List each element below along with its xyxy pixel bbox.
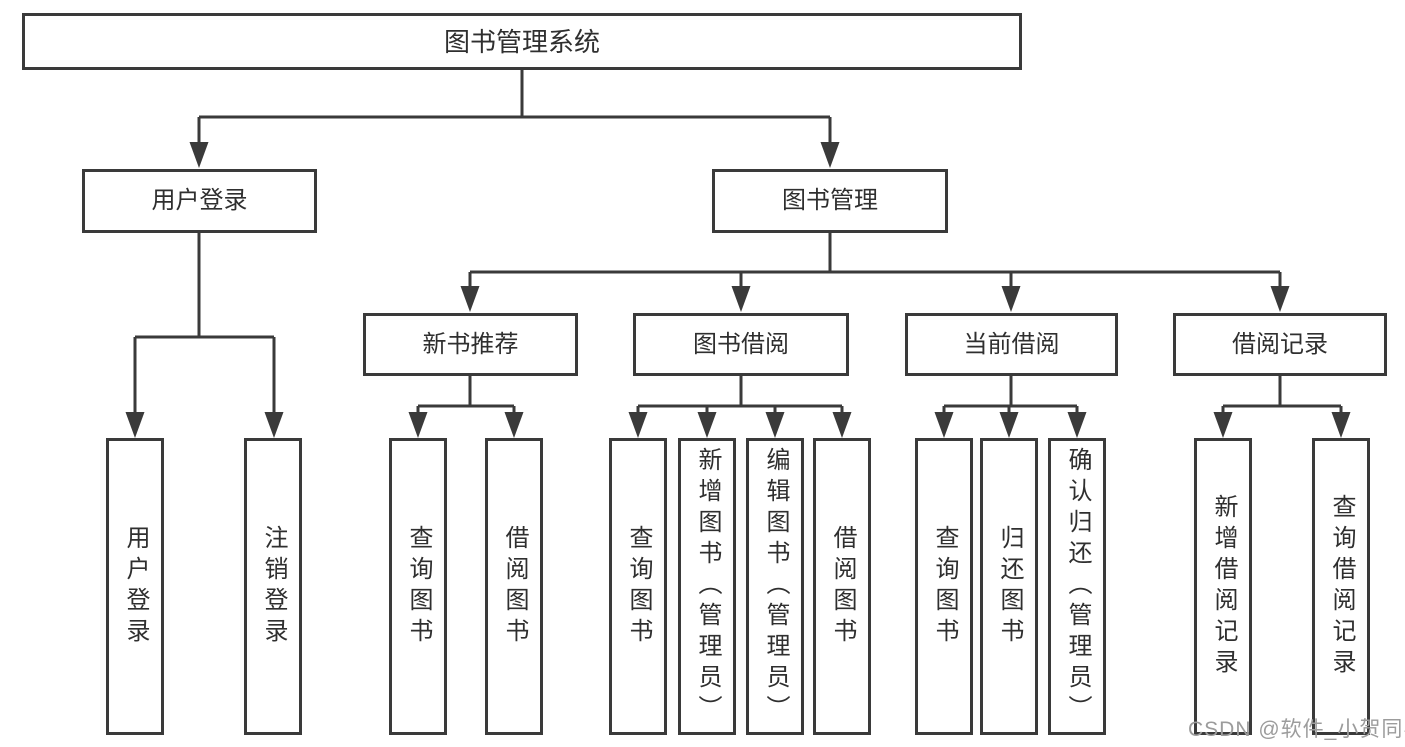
node-new-book-recommend: 新书推荐 bbox=[363, 313, 578, 376]
node-root: 图书管理系统 bbox=[22, 13, 1022, 70]
leaf-records-query-record-label: 查询借阅记录 bbox=[1328, 493, 1355, 680]
leaf-records-query-record: 查询借阅记录 bbox=[1312, 438, 1370, 735]
node-user-login: 用户登录 bbox=[82, 169, 317, 233]
leaf-borrowing-query-books-label: 查询图书 bbox=[625, 524, 652, 649]
leaf-user-login: 用户登录 bbox=[106, 438, 164, 735]
node-book-management: 图书管理 bbox=[712, 169, 948, 233]
leaf-borrowing-query-books: 查询图书 bbox=[609, 438, 667, 735]
leaf-recommend-borrow-books: 借阅图书 bbox=[485, 438, 543, 735]
node-book-management-label: 图书管理 bbox=[782, 187, 878, 214]
leaf-recommend-query-books: 查询图书 bbox=[389, 438, 447, 735]
node-book-borrowing-label: 图书借阅 bbox=[693, 330, 789, 358]
leaf-current-return-books: 归还图书 bbox=[980, 438, 1038, 735]
leaf-current-query-books-label: 查询图书 bbox=[931, 524, 958, 649]
leaf-recommend-query-books-label: 查询图书 bbox=[405, 524, 432, 649]
node-current-borrowing: 当前借阅 bbox=[905, 313, 1118, 376]
watermark: CSDN @软件_小贺同学 bbox=[1188, 718, 1405, 741]
leaf-records-add-record: 新增借阅记录 bbox=[1194, 438, 1252, 735]
node-user-login-label: 用户登录 bbox=[151, 187, 248, 214]
leaf-logout: 注销登录 bbox=[244, 438, 302, 735]
leaf-user-login-label: 用户登录 bbox=[122, 524, 149, 649]
node-new-book-recommend-label: 新书推荐 bbox=[422, 330, 519, 358]
arrowheads bbox=[125, 142, 1351, 438]
leaf-borrowing-borrow-books: 借阅图书 bbox=[813, 438, 871, 735]
node-borrow-records-label: 借阅记录 bbox=[1232, 330, 1328, 358]
leaf-borrowing-edit-books-admin-label: 编辑图书（管理员） bbox=[762, 447, 789, 726]
leaf-borrowing-add-books-admin: 新增图书（管理员） bbox=[678, 438, 736, 735]
leaf-recommend-borrow-books-label: 借阅图书 bbox=[501, 524, 528, 649]
node-borrow-records: 借阅记录 bbox=[1173, 313, 1387, 376]
leaf-current-confirm-return-admin: 确认归还（管理员） bbox=[1048, 438, 1106, 735]
node-current-borrowing-label: 当前借阅 bbox=[963, 330, 1060, 358]
leaf-current-return-books-label: 归还图书 bbox=[996, 524, 1023, 649]
leaf-borrowing-add-books-admin-label: 新增图书（管理员） bbox=[694, 447, 721, 726]
leaf-records-add-record-label: 新增借阅记录 bbox=[1210, 493, 1237, 680]
leaf-borrowing-edit-books-admin: 编辑图书（管理员） bbox=[746, 438, 804, 735]
leaf-logout-label: 注销登录 bbox=[260, 524, 287, 649]
leaf-current-confirm-return-admin-label: 确认归还（管理员） bbox=[1064, 447, 1091, 726]
node-book-borrowing: 图书借阅 bbox=[633, 313, 849, 376]
leaf-borrowing-borrow-books-label: 借阅图书 bbox=[829, 524, 856, 649]
leaf-current-query-books: 查询图书 bbox=[915, 438, 973, 735]
node-root-label: 图书管理系统 bbox=[443, 26, 600, 57]
